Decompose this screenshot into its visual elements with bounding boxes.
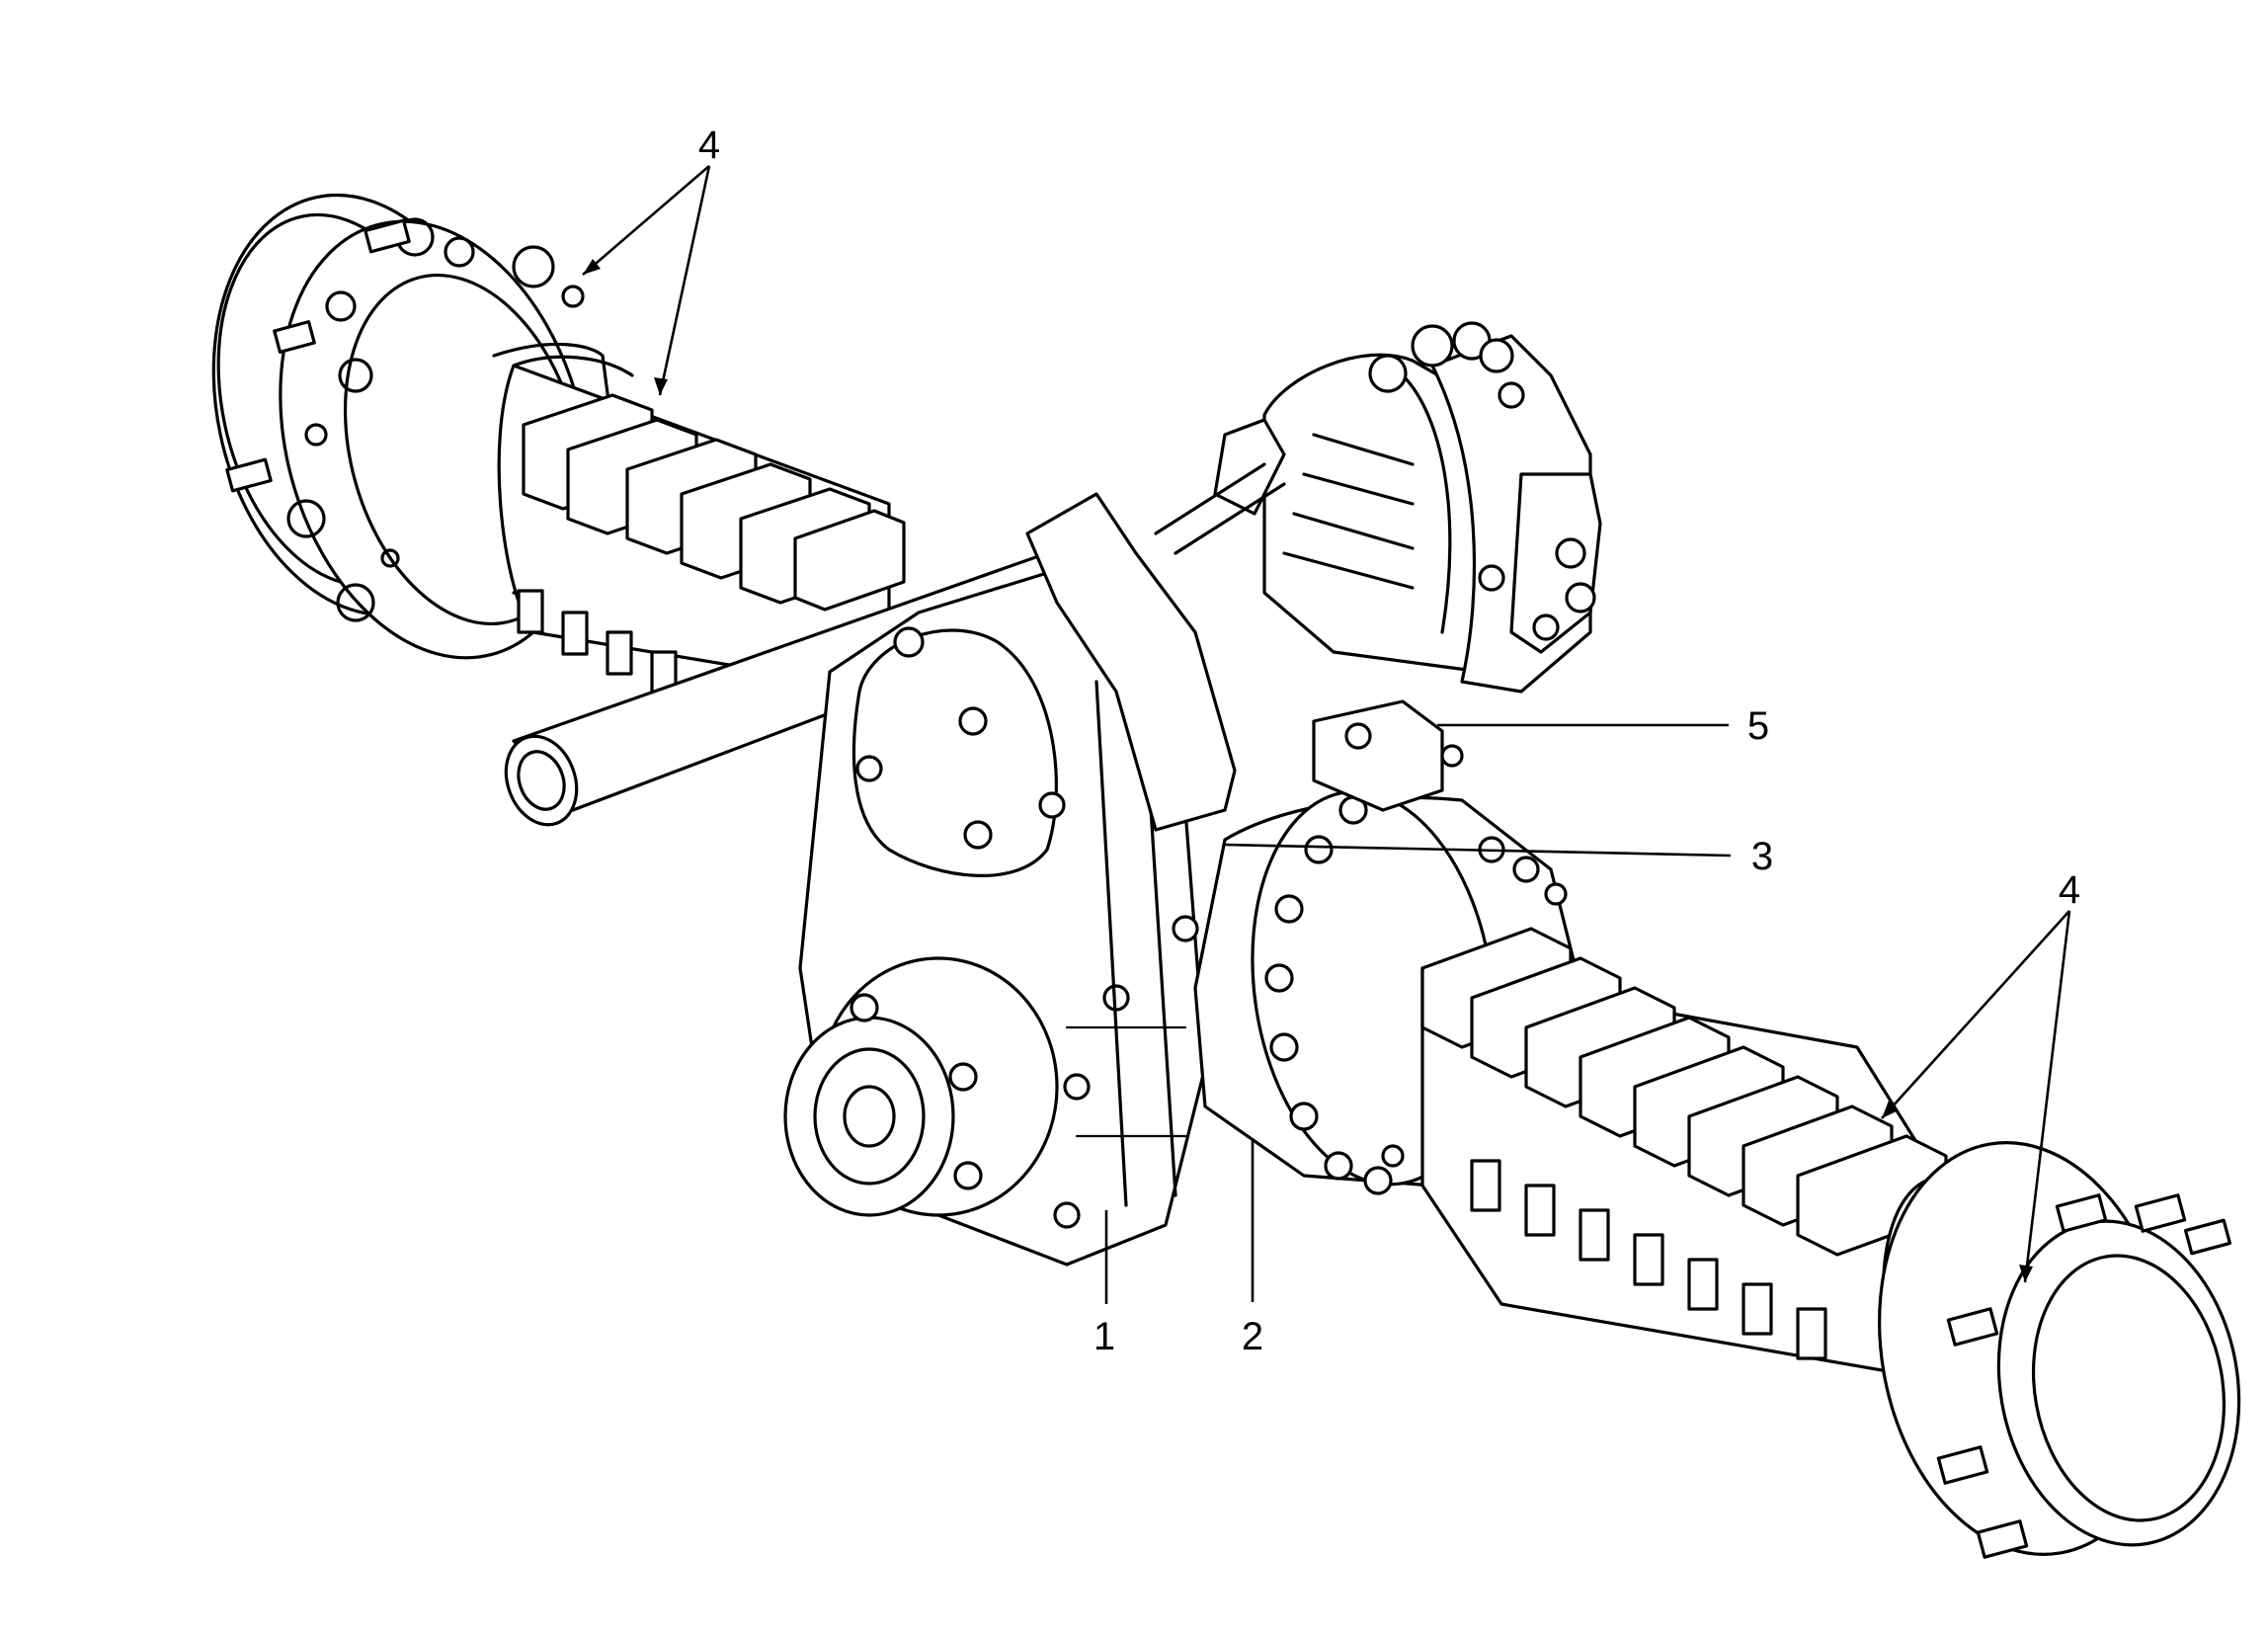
right-wheel-hub bbox=[1878, 1141, 2241, 1559]
right-wheel-studs bbox=[1936, 1193, 2232, 1559]
callout-5: 5 bbox=[1437, 704, 1769, 748]
callout-label-5: 5 bbox=[1747, 704, 1769, 748]
callout-label-4-top: 4 bbox=[698, 123, 720, 167]
gearbox-bolts bbox=[850, 626, 1199, 1229]
callout-label-4-right: 4 bbox=[2059, 868, 2080, 912]
callout-label-2: 2 bbox=[1242, 1315, 1263, 1358]
callout-label-3: 3 bbox=[1751, 835, 1773, 878]
left-cooling-fins bbox=[522, 393, 906, 612]
flange-bolt-holes bbox=[286, 217, 585, 622]
differential-bolt-ring bbox=[1264, 795, 1405, 1195]
callout-3: 3 bbox=[1224, 835, 1773, 878]
callout-2: 2 bbox=[1242, 1141, 1263, 1358]
right-axle-tube bbox=[1420, 927, 1958, 1385]
right-cooling-fins bbox=[1420, 927, 1948, 1257]
hydraulic-motor bbox=[1262, 321, 1602, 694]
callout-4-top: 4 bbox=[582, 123, 720, 396]
left-axle-tube bbox=[497, 355, 906, 695]
right-lower-tabs bbox=[1470, 1159, 1827, 1360]
linkage-bracket bbox=[1025, 418, 1286, 832]
callout-label-1: 1 bbox=[1094, 1315, 1115, 1358]
callout-1: 1 bbox=[1094, 1210, 1115, 1358]
callout-4-right: 4 bbox=[1881, 868, 2080, 1283]
left-lower-tabs bbox=[517, 589, 678, 695]
transfer-gearbox bbox=[783, 571, 1207, 1267]
wheel-studs bbox=[225, 218, 411, 493]
